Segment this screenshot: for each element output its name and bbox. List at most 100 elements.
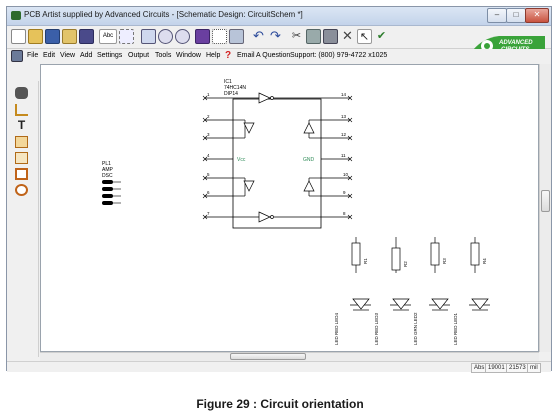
led-2 [431,298,449,310]
leds [350,298,490,311]
resistors [351,237,480,273]
status-y: 21573 [506,363,529,373]
component-icon[interactable] [229,29,244,44]
pin-number: 4 [207,153,210,158]
led-label: LED RED LED3 [374,312,379,345]
minimize-button[interactable]: – [487,8,507,23]
pin-number: 6 [207,190,210,195]
ic-package: DIP14 [224,91,238,97]
logo-line1: ADVANCED [498,40,533,46]
schematic-drawing[interactable]: IC1 74HC14N DIP14 [41,65,538,351]
circle-icon[interactable] [15,184,28,196]
resistor-label: R4 [482,258,487,264]
inverter-gate-1 [258,92,271,104]
zoom-fit-icon[interactable] [141,29,156,44]
menu-window[interactable]: Window [176,52,201,59]
grid-icon[interactable] [119,29,134,44]
horizontal-scrollbar[interactable] [40,352,539,361]
menu-settings[interactable]: Settings [97,52,123,59]
power-icon[interactable] [15,152,28,164]
vertical-scroll-thumb[interactable] [541,190,550,212]
pin-number: 2 [207,114,210,119]
undo-icon[interactable]: ↶ [253,28,264,43]
save-icon[interactable] [45,29,60,44]
ic-left-pins [205,97,233,218]
left-tool-palette: T [8,81,39,357]
close-button[interactable]: ✕ [525,8,549,23]
pin-number: 8 [343,211,346,216]
zoom-out-icon[interactable] [175,29,190,44]
pcb-artist-app-icon [11,11,21,20]
open-folder-icon[interactable] [28,29,43,44]
ic-name: IC1 [224,79,232,85]
main-toolbar: Abc ↶ ↷ ✂ ✕ ↖ ✔ [7,26,551,49]
connector-part: AMP [102,167,114,173]
vertical-scrollbar[interactable] [539,64,551,352]
pin-number: 14 [341,92,347,97]
menu-output[interactable]: Output [128,52,150,59]
select-arrow-icon[interactable]: ↖ [357,29,372,44]
redo-icon[interactable]: ↷ [270,28,281,43]
resistor-label: R2 [403,261,408,267]
menu-view[interactable]: View [60,52,76,59]
pin-number: 1 [207,92,210,97]
schematic-canvas[interactable]: IC1 74HC14N DIP14 [40,64,539,352]
pin-number: 9 [343,190,346,195]
menu-edit[interactable]: Edit [43,52,56,59]
led-1 [471,298,489,310]
pin-number: 11 [341,153,346,158]
led-label: LED GRN LED2 [413,312,418,345]
resistor-r1 [351,242,361,266]
resistor-r3 [430,242,440,266]
menu-file[interactable]: File [27,52,39,59]
ic-body[interactable] [232,98,322,229]
delete-icon[interactable]: ✕ [342,28,353,43]
menu-help[interactable]: Help [206,52,221,59]
ic-right-pins [321,97,350,218]
resistor-r4 [470,242,480,266]
component-add-icon[interactable] [15,136,28,148]
cut-icon[interactable]: ✂ [291,30,302,42]
menu-add[interactable]: Add [80,52,93,59]
status-bar: Abs 19001 21573 mil [7,361,551,373]
check-icon[interactable]: ✔ [376,30,387,42]
window-title: PCB Artist supplied by Advanced Circuits… [24,10,303,19]
inverter-gate-2 [243,122,255,134]
hand-icon[interactable] [15,87,28,99]
part-icon[interactable] [79,29,94,44]
status-x: 19001 [485,363,508,373]
document-icon[interactable] [11,50,23,62]
grid-dots-icon[interactable] [212,29,227,44]
pin-end-marks [202,95,353,220]
inverter-gate-6 [258,211,271,223]
connector-pl1[interactable]: PL1 AMP DSC [102,161,121,205]
menu-bar: File Edit View Add Settings Output Tools… [7,49,551,65]
paste-icon[interactable] [323,29,338,44]
rectangle-icon[interactable] [15,168,28,180]
resistor-label: R3 [442,258,447,264]
drc-icon[interactable] [195,29,210,44]
resistor-r2 [391,247,401,271]
pin-number: 12 [341,132,347,137]
text-icon[interactable]: T [17,118,26,132]
gnd-label: GND [303,157,315,163]
vcc-label: Vcc [237,157,246,163]
pin-number: 5 [207,172,210,177]
save-all-icon[interactable] [62,29,77,44]
menu-tools[interactable]: Tools [155,52,172,59]
copy-icon[interactable] [306,29,321,44]
zoom-in-icon[interactable] [158,29,173,44]
email-question-link[interactable]: Email A Question [237,52,291,59]
maximize-button[interactable]: □ [506,8,526,23]
connector-name: PL1 [102,161,111,167]
support-phone-text: Support: (800) 979-4722 x1025 [290,52,388,59]
inverter-gate-5 [303,180,315,192]
new-file-icon[interactable] [11,29,26,44]
pin-number: 10 [343,172,349,177]
text-abc-icon[interactable]: Abc [99,29,117,44]
question-icon[interactable]: ? [225,50,232,61]
application-window: PCB Artist supplied by Advanced Circuits… [6,6,552,373]
figure-caption: Figure 29 : Circuit orientation [196,397,364,411]
wire-icon[interactable] [15,104,28,116]
horizontal-scroll-thumb[interactable] [230,353,306,360]
